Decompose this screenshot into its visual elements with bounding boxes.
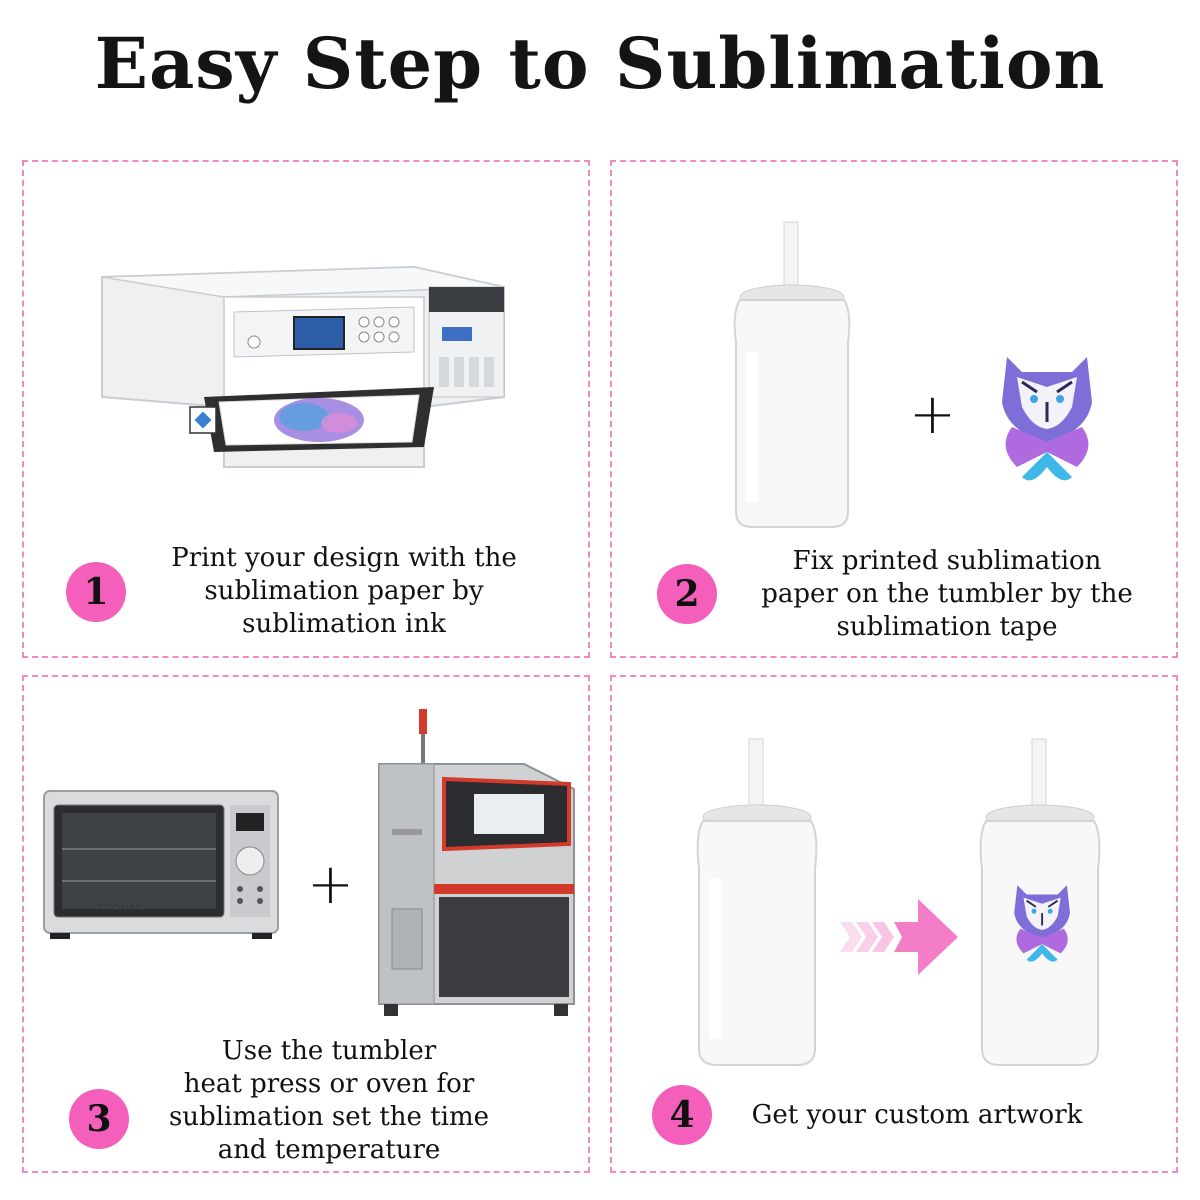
step-1-badge: 1 [66, 562, 126, 622]
arrow-right-icon [840, 899, 958, 975]
step-2-panel: + 2 Fix printed sublimation paper on the… [610, 160, 1178, 658]
page-title: Easy Step to Sublimation [94, 22, 1106, 105]
step-1-panel: 1 Print your design with the sublimation… [22, 160, 590, 658]
plus-sign: + [909, 382, 956, 447]
step-3-caption: Use the tumbler heat press or oven for s… [168, 1036, 490, 1165]
tumbler-icon [696, 738, 818, 1066]
step-2-badge: 2 [657, 564, 717, 624]
toaster-oven-icon [43, 790, 279, 939]
step-4-caption: Get your custom artwork [751, 1100, 1083, 1130]
step-3-panel: COSORI + 3 Use the tumbler heat press or… [22, 675, 590, 1173]
printer-icon [101, 265, 505, 468]
tiger-design-icon [1002, 357, 1092, 481]
tumbler-icon [733, 221, 851, 528]
step-1-caption: Print your design with the sublimation p… [171, 543, 517, 639]
oven-brand-label: COSORI [99, 903, 141, 913]
step-4-panel: 4 Get your custom artwork [610, 675, 1178, 1173]
step-4-badge: 4 [652, 1085, 712, 1145]
step-3-badge: 3 [69, 1089, 129, 1149]
step-2-caption: Fix printed sublimation paper on the tum… [761, 546, 1133, 642]
heat-press-machine-icon [378, 709, 575, 1016]
tumbler-icon [979, 738, 1101, 1066]
plus-sign: + [307, 852, 354, 917]
